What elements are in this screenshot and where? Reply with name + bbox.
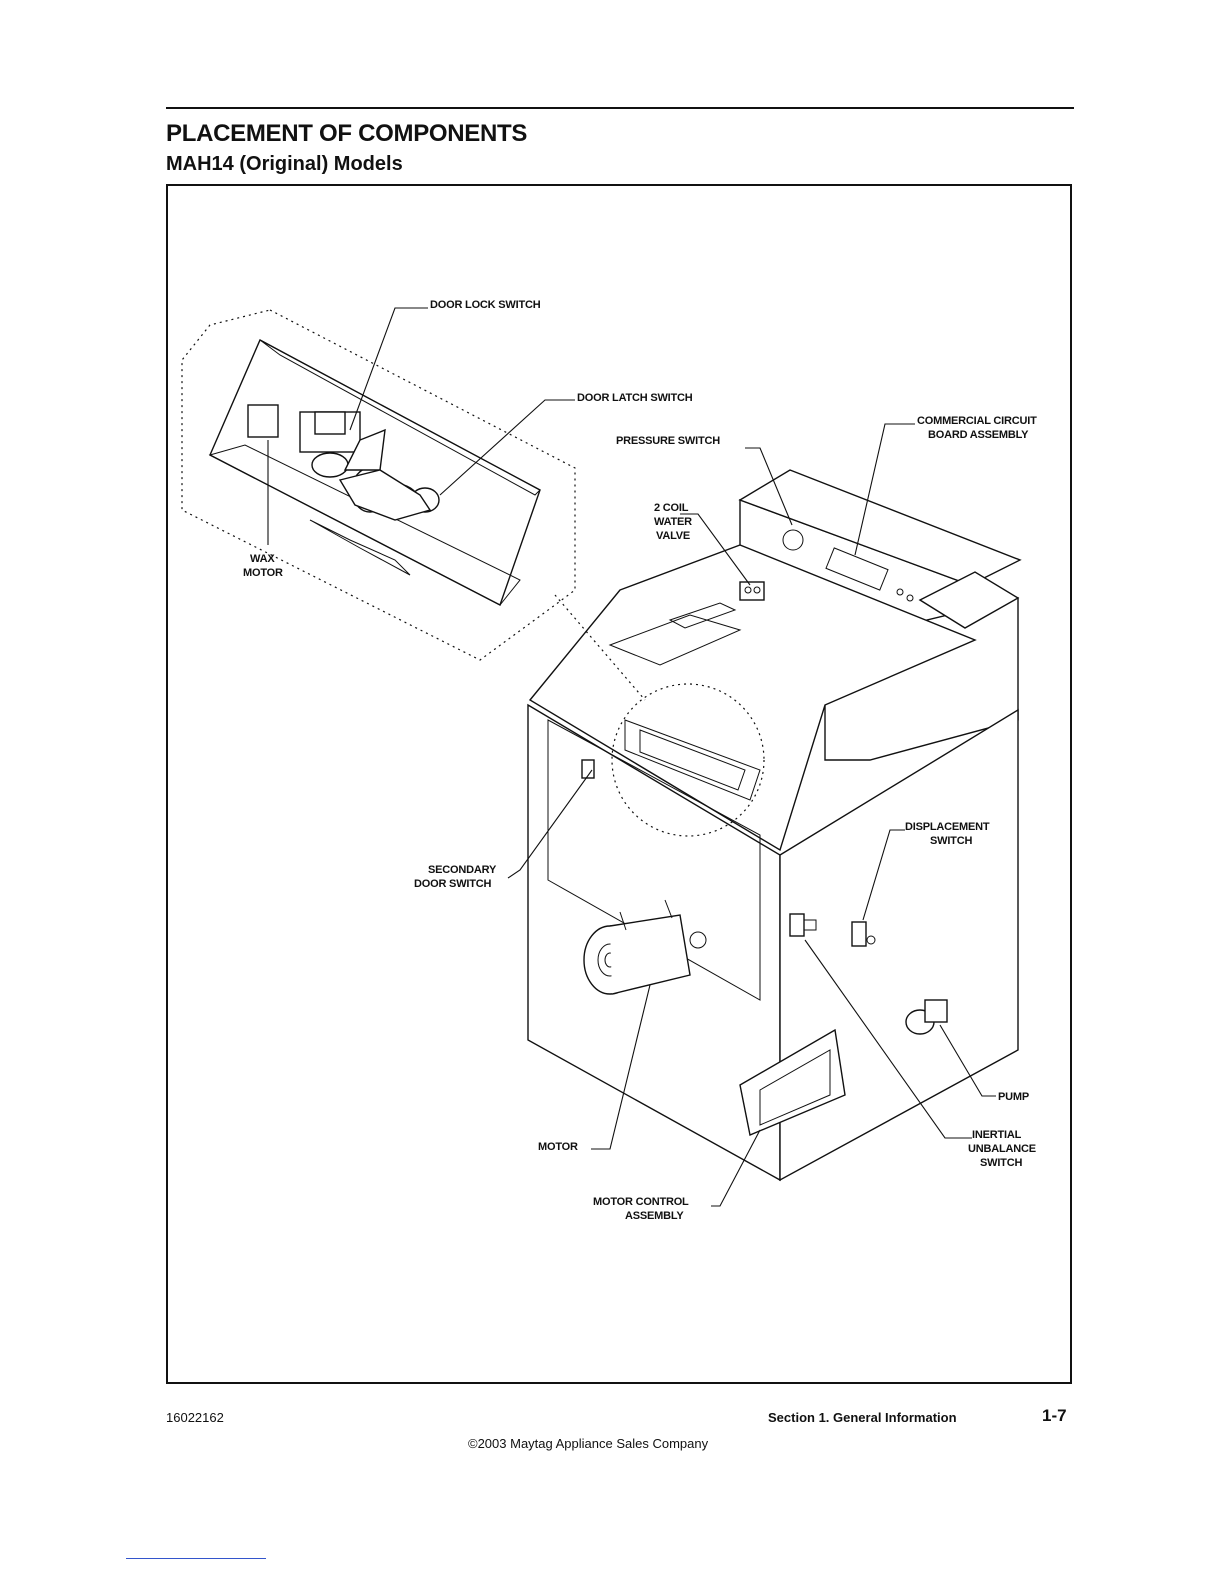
door-lock-inset [181,309,576,661]
pump-icon [905,999,948,1035]
label-motor-control-assembly-1: MOTOR CONTROL [593,1196,689,1208]
label-displacement-switch-1: DISPLACEMENT [905,821,990,833]
label-displacement-switch-2: SWITCH [930,835,972,847]
label-wax-motor-1: WAX [250,553,275,565]
label-inertial-unbalance-switch-1: INERTIAL [972,1129,1022,1141]
displacement-switch-icon [851,921,876,947]
label-inertial-unbalance-switch-3: SWITCH [980,1157,1022,1169]
page-title: PLACEMENT OF COMPONENTS [166,120,528,147]
scan-line [126,1558,266,1559]
document-number: 16022162 [166,1410,224,1425]
label-commercial-circuit-board-1: COMMERCIAL CIRCUIT [917,415,1037,427]
secondary-door-switch-icon [581,759,595,779]
label-secondary-door-switch-2: DOOR SWITCH [414,878,491,890]
label-motor-control-assembly-2: ASSEMBLY [625,1210,684,1222]
label-water-valve-3: VALVE [656,530,690,542]
label-motor: MOTOR [538,1141,578,1153]
motor-icon [583,899,707,995]
label-commercial-circuit-board-2: BOARD ASSEMBLY [928,429,1029,441]
leader-lines [267,307,996,1207]
inertial-switch-icon [789,913,817,937]
label-door-lock-switch: DOOR LOCK SWITCH [430,299,541,311]
label-pump: PUMP [998,1091,1029,1103]
label-inertial-unbalance-switch-2: UNBALANCE [968,1143,1036,1155]
page-subtitle: MAH14 (Original) Models [166,153,403,175]
copyright: ©2003 Maytag Appliance Sales Company [468,1436,709,1451]
label-pressure-switch: PRESSURE SWITCH [616,435,720,447]
label-water-valve-2: WATER [654,516,692,528]
water-valve-icon [739,581,765,601]
label-water-valve-1: 2 COIL [654,502,689,514]
page-number: 1-7 [1042,1406,1067,1425]
diagram-frame [166,184,1072,1384]
label-door-latch-switch: DOOR LATCH SWITCH [577,392,693,404]
header-rule [166,107,1074,109]
label-wax-motor-2: MOTOR [243,567,283,579]
label-secondary-door-switch-1: SECONDARY [428,864,497,876]
section-label: Section 1. General Information [768,1410,957,1425]
